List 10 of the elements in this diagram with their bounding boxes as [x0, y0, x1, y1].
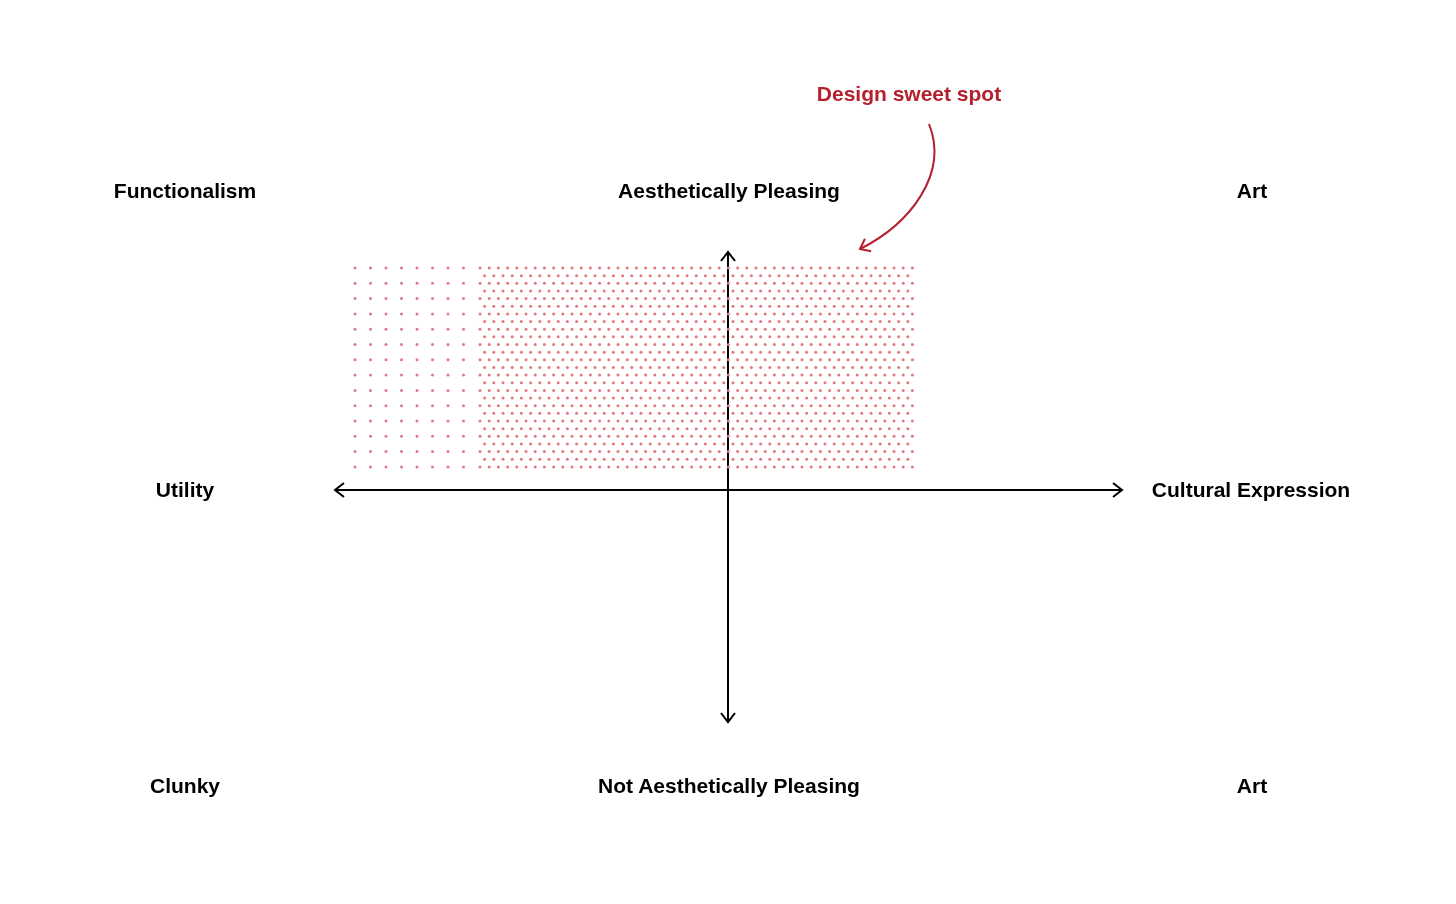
axis-label: Art [1236, 179, 1268, 203]
axis-label: Cultural Expression [1151, 478, 1351, 502]
axis-label: Aesthetically Pleasing [618, 179, 840, 203]
callout-label: Design sweet spot [816, 82, 1002, 106]
axis-label: Functionalism [113, 179, 257, 203]
axis-label: Clunky [150, 774, 220, 798]
axis-label: Utility [155, 478, 215, 502]
leader-arrow [859, 123, 936, 252]
axis-label: Art [1236, 774, 1268, 798]
axis-label: Not Aesthetically Pleasing [598, 774, 860, 798]
